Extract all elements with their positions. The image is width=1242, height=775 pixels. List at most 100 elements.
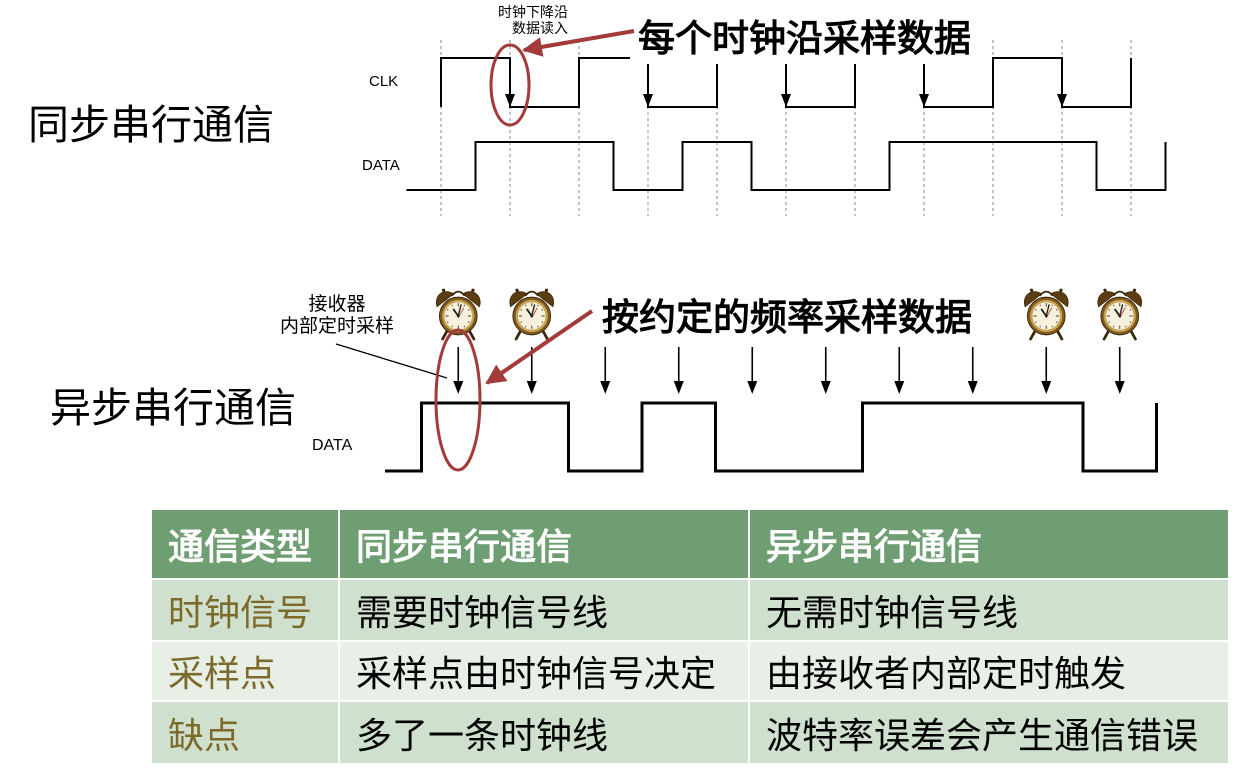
down-arrow-icon <box>967 381 978 394</box>
async-section-title: 异步串行通信 <box>50 384 296 432</box>
clock-tick <box>1108 309 1111 311</box>
clock-minute-hand <box>1045 304 1050 317</box>
clock-handle <box>1039 290 1054 297</box>
clock-center-pin <box>1044 314 1048 318</box>
sync-edge-note-line2: 数据读入 <box>512 21 568 37</box>
sample-arrow <box>820 347 831 394</box>
clock-bell-knob-right <box>1132 288 1137 292</box>
clock-tick <box>463 325 466 328</box>
clock-tick <box>1034 321 1037 323</box>
async-callout-arrow <box>485 309 594 385</box>
clock-tick <box>1039 304 1041 307</box>
down-arrow-icon <box>505 94 515 107</box>
table-cell-sync-clock: 需要时钟信号线 <box>340 580 748 640</box>
clock-tick <box>451 325 453 328</box>
clock-bell-knob-left <box>515 288 519 292</box>
clock-center-pin <box>530 314 534 318</box>
sample-arrow <box>967 347 978 394</box>
clock-foot-left <box>514 329 523 341</box>
clock-tick <box>524 304 527 307</box>
clock-tick <box>446 321 449 323</box>
clock-tick <box>451 304 453 307</box>
sample-arrow <box>453 347 464 394</box>
sample-arrow <box>747 347 758 394</box>
table-row-label-drawback: 缺点 <box>152 702 338 763</box>
down-arrow-icon <box>894 381 905 394</box>
clock-tick <box>1112 304 1115 307</box>
table-cell-async-clock: 无需时钟信号线 <box>750 580 1228 640</box>
sync-clock-edge-gridlines <box>440 40 1132 216</box>
sync-callout: 每个时钟沿采样数据 <box>630 14 986 64</box>
clock-tick <box>1051 304 1054 307</box>
clock-bell-knob-right <box>1059 288 1063 292</box>
clock-tick <box>541 309 544 311</box>
alarm-clock-icon <box>1097 288 1143 341</box>
sync-data-waveform <box>406 141 1167 191</box>
timing-diagrams <box>335 40 1167 473</box>
table-row-label-clock: 时钟信号 <box>152 580 338 640</box>
clock-tick <box>1112 325 1115 328</box>
clock-tick <box>467 309 470 311</box>
clock-foot-right <box>541 329 549 341</box>
clock-tick <box>537 304 539 307</box>
down-arrow-icon <box>1057 94 1067 107</box>
sample-arrow <box>894 347 905 394</box>
clock-tick <box>467 321 470 323</box>
down-arrow-icon <box>600 381 611 394</box>
clock-handle <box>1112 290 1127 297</box>
receiver-note-line1: 接收器 <box>308 293 366 315</box>
clock-tick <box>1039 325 1041 328</box>
table-cell-sync-sampling: 采样点由时钟信号决定 <box>340 642 748 700</box>
table-header-sync: 同步串行通信 <box>340 510 748 578</box>
annotation-overlay <box>434 29 635 472</box>
async-callout: 按约定的频率采样数据 <box>594 293 990 343</box>
sample-arrow <box>1114 347 1125 394</box>
table-cell-async-drawback: 波特率误差会产生通信错误 <box>750 702 1228 763</box>
down-arrow-icon <box>781 94 791 107</box>
clock-tick <box>520 321 523 323</box>
clock-tick <box>537 325 539 328</box>
down-arrow-icon <box>526 381 537 394</box>
clock-bell-knob-right <box>544 288 549 292</box>
down-arrow-icon <box>673 381 684 394</box>
clock-minute-hand <box>531 304 536 317</box>
sample-arrow <box>1041 347 1052 394</box>
async-sample-arrows <box>453 347 1125 394</box>
clock-foot-left <box>441 329 449 341</box>
clock-tick <box>524 325 527 328</box>
async-sample-clocks <box>435 288 1143 341</box>
clock-foot-left <box>1102 329 1111 341</box>
sync-data-label: DATA <box>362 157 400 174</box>
down-arrow-icon <box>1114 381 1125 394</box>
sync-clk-waveform <box>440 57 1132 108</box>
sync-clk-label: CLK <box>369 73 399 90</box>
alarm-clock-icon <box>435 288 481 341</box>
sync-callout-arrow <box>522 29 635 57</box>
clock-tick <box>1055 321 1058 323</box>
async-data-waveform <box>385 401 1158 473</box>
sample-arrow <box>673 347 684 394</box>
clock-center-pin <box>456 314 460 318</box>
clock-tick <box>1125 325 1127 328</box>
down-arrow-icon <box>747 381 758 394</box>
sync-edge-highlight-ellipse <box>489 43 531 127</box>
clock-tick <box>541 321 544 323</box>
table-header-type: 通信类型 <box>152 510 338 578</box>
down-arrow-icon <box>820 381 831 394</box>
alarm-clock-icon <box>1023 288 1069 341</box>
clock-tick <box>1051 325 1054 328</box>
down-arrow-icon <box>643 94 653 107</box>
receiver-note: 接收器 内部定时采样 <box>272 293 402 337</box>
table-cell-sync-drawback: 多了一条时钟线 <box>340 702 748 763</box>
clock-minute-hand <box>457 304 462 317</box>
clock-tick <box>1129 321 1132 323</box>
table-cell-async-sampling: 由接收者内部定时触发 <box>750 642 1228 700</box>
clock-tick <box>1055 309 1058 311</box>
receiver-note-line2: 内部定时采样 <box>279 315 394 337</box>
table-row-label-sampling: 采样点 <box>152 642 338 700</box>
clock-handle <box>524 290 539 297</box>
clock-foot-right <box>1129 329 1137 341</box>
comparison-table: 通信类型 同步串行通信 异步串行通信 时钟信号 需要时钟信号线 无需时钟信号线 … <box>152 510 1228 763</box>
clock-handle <box>451 290 466 297</box>
async-sample-highlight-ellipse <box>434 328 482 472</box>
